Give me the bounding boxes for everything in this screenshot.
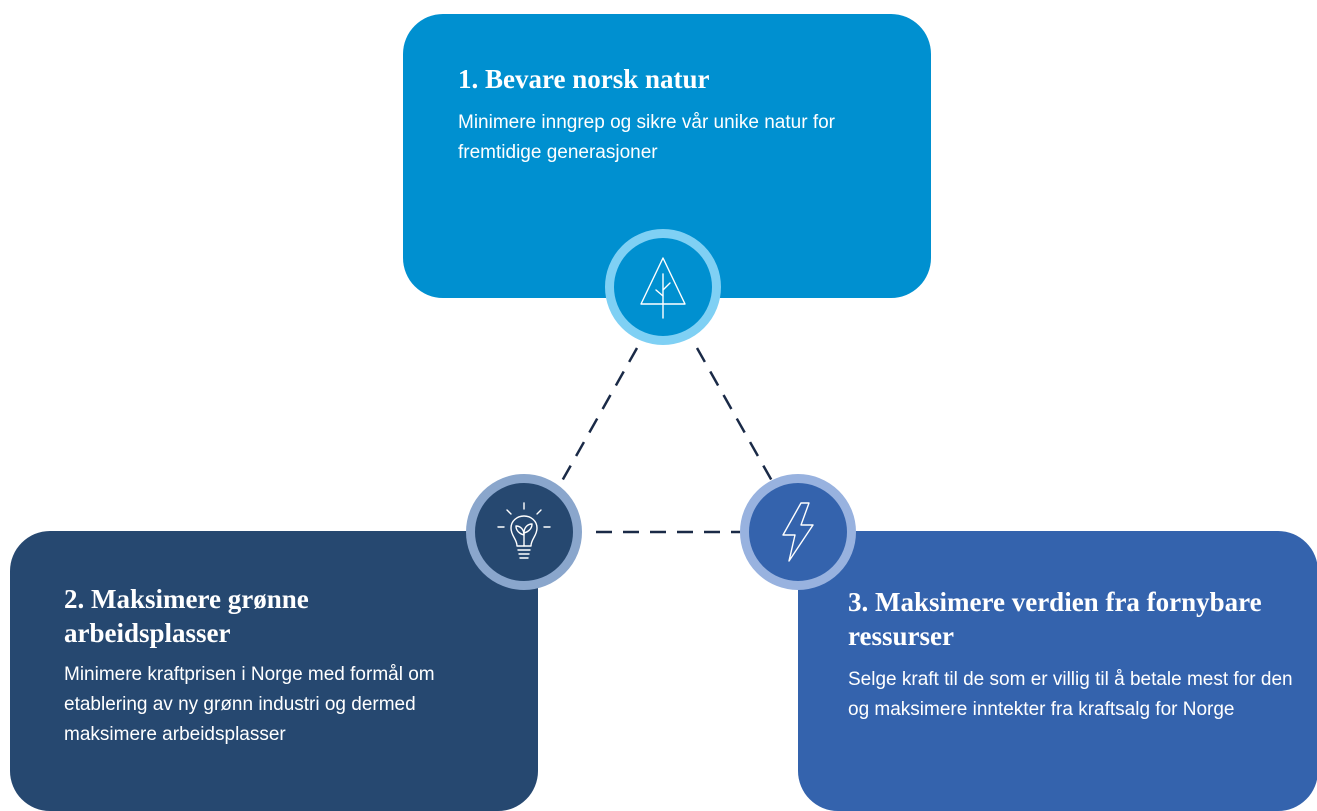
lightbulb-node [466,474,582,590]
goal-description: Selge kraft til de som er villig til å b… [848,669,1293,720]
lightning-bolt-icon [782,502,814,562]
tree-icon [640,257,686,319]
lightbulb-sprout-icon [497,502,551,559]
goal-description: Minimere inngrep og sikre vår unike natu… [458,112,836,163]
goal-title: 2. Maksimere grønne arbeidsplasser [64,584,309,648]
goal-title: 1. Bevare norsk natur [458,64,710,94]
goal-card-renewable-value: 3. Maksimere verdien fra fornybare ressu… [798,531,1317,811]
lightning-node [740,474,856,590]
connector-line-left [560,347,639,482]
goal-description: Minimere kraftprisen i Norge med formål … [64,664,435,745]
goal-title: 3. Maksimere verdien fra fornybare ressu… [848,587,1262,651]
connector-line-right [695,347,774,482]
goal-card-green-jobs: 2. Maksimere grønne arbeidsplasser Minim… [10,531,538,811]
tree-node [605,229,721,345]
